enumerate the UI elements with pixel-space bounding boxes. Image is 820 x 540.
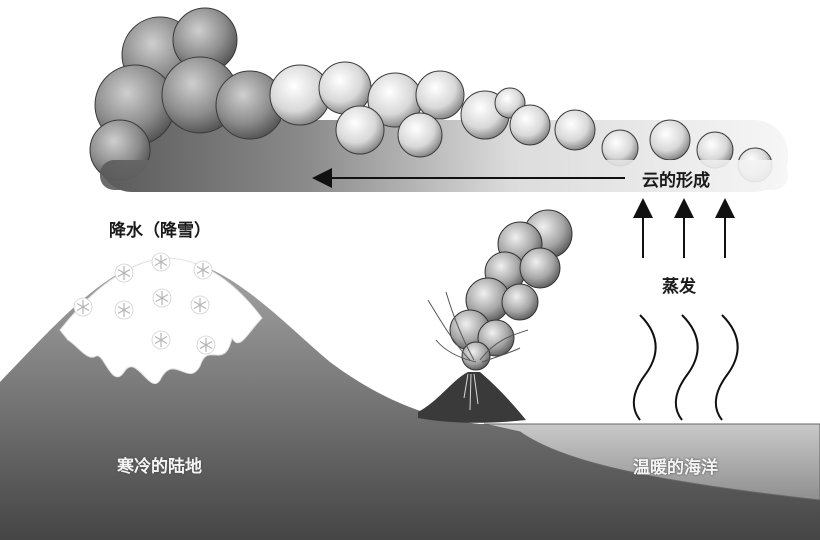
snowflake-icon: [114, 263, 134, 283]
volcano-smoke: [449, 209, 573, 371]
wavy-line-icon: [674, 314, 699, 421]
evaporation-label: 蒸发: [662, 277, 696, 297]
wavy-line-icon: [632, 314, 657, 421]
snowflake-icon: [151, 330, 171, 350]
cold-land-label: 寒冷的陆地: [117, 457, 202, 477]
vapor-lines: [632, 314, 739, 421]
warm-ocean: [483, 423, 820, 501]
snowflake-icon: [193, 260, 213, 280]
warm-ocean-label: 温暖的海洋: [633, 458, 718, 478]
precipitation-label: 降水（降雪）: [109, 221, 211, 241]
evaporation-arrows: [633, 198, 735, 258]
snowflake-icon: [190, 295, 210, 315]
snowflake-icon: [152, 288, 172, 308]
snowflake-icon: [114, 300, 134, 320]
cloud-formation-label: 云的形成: [642, 171, 710, 191]
volcano: [418, 372, 526, 423]
snowflake-icon: [73, 297, 93, 317]
cloud-bank: [89, 7, 788, 192]
snowflake-icon: [196, 335, 216, 355]
snowflake-icon: [151, 252, 171, 272]
wavy-line-icon: [714, 314, 739, 421]
